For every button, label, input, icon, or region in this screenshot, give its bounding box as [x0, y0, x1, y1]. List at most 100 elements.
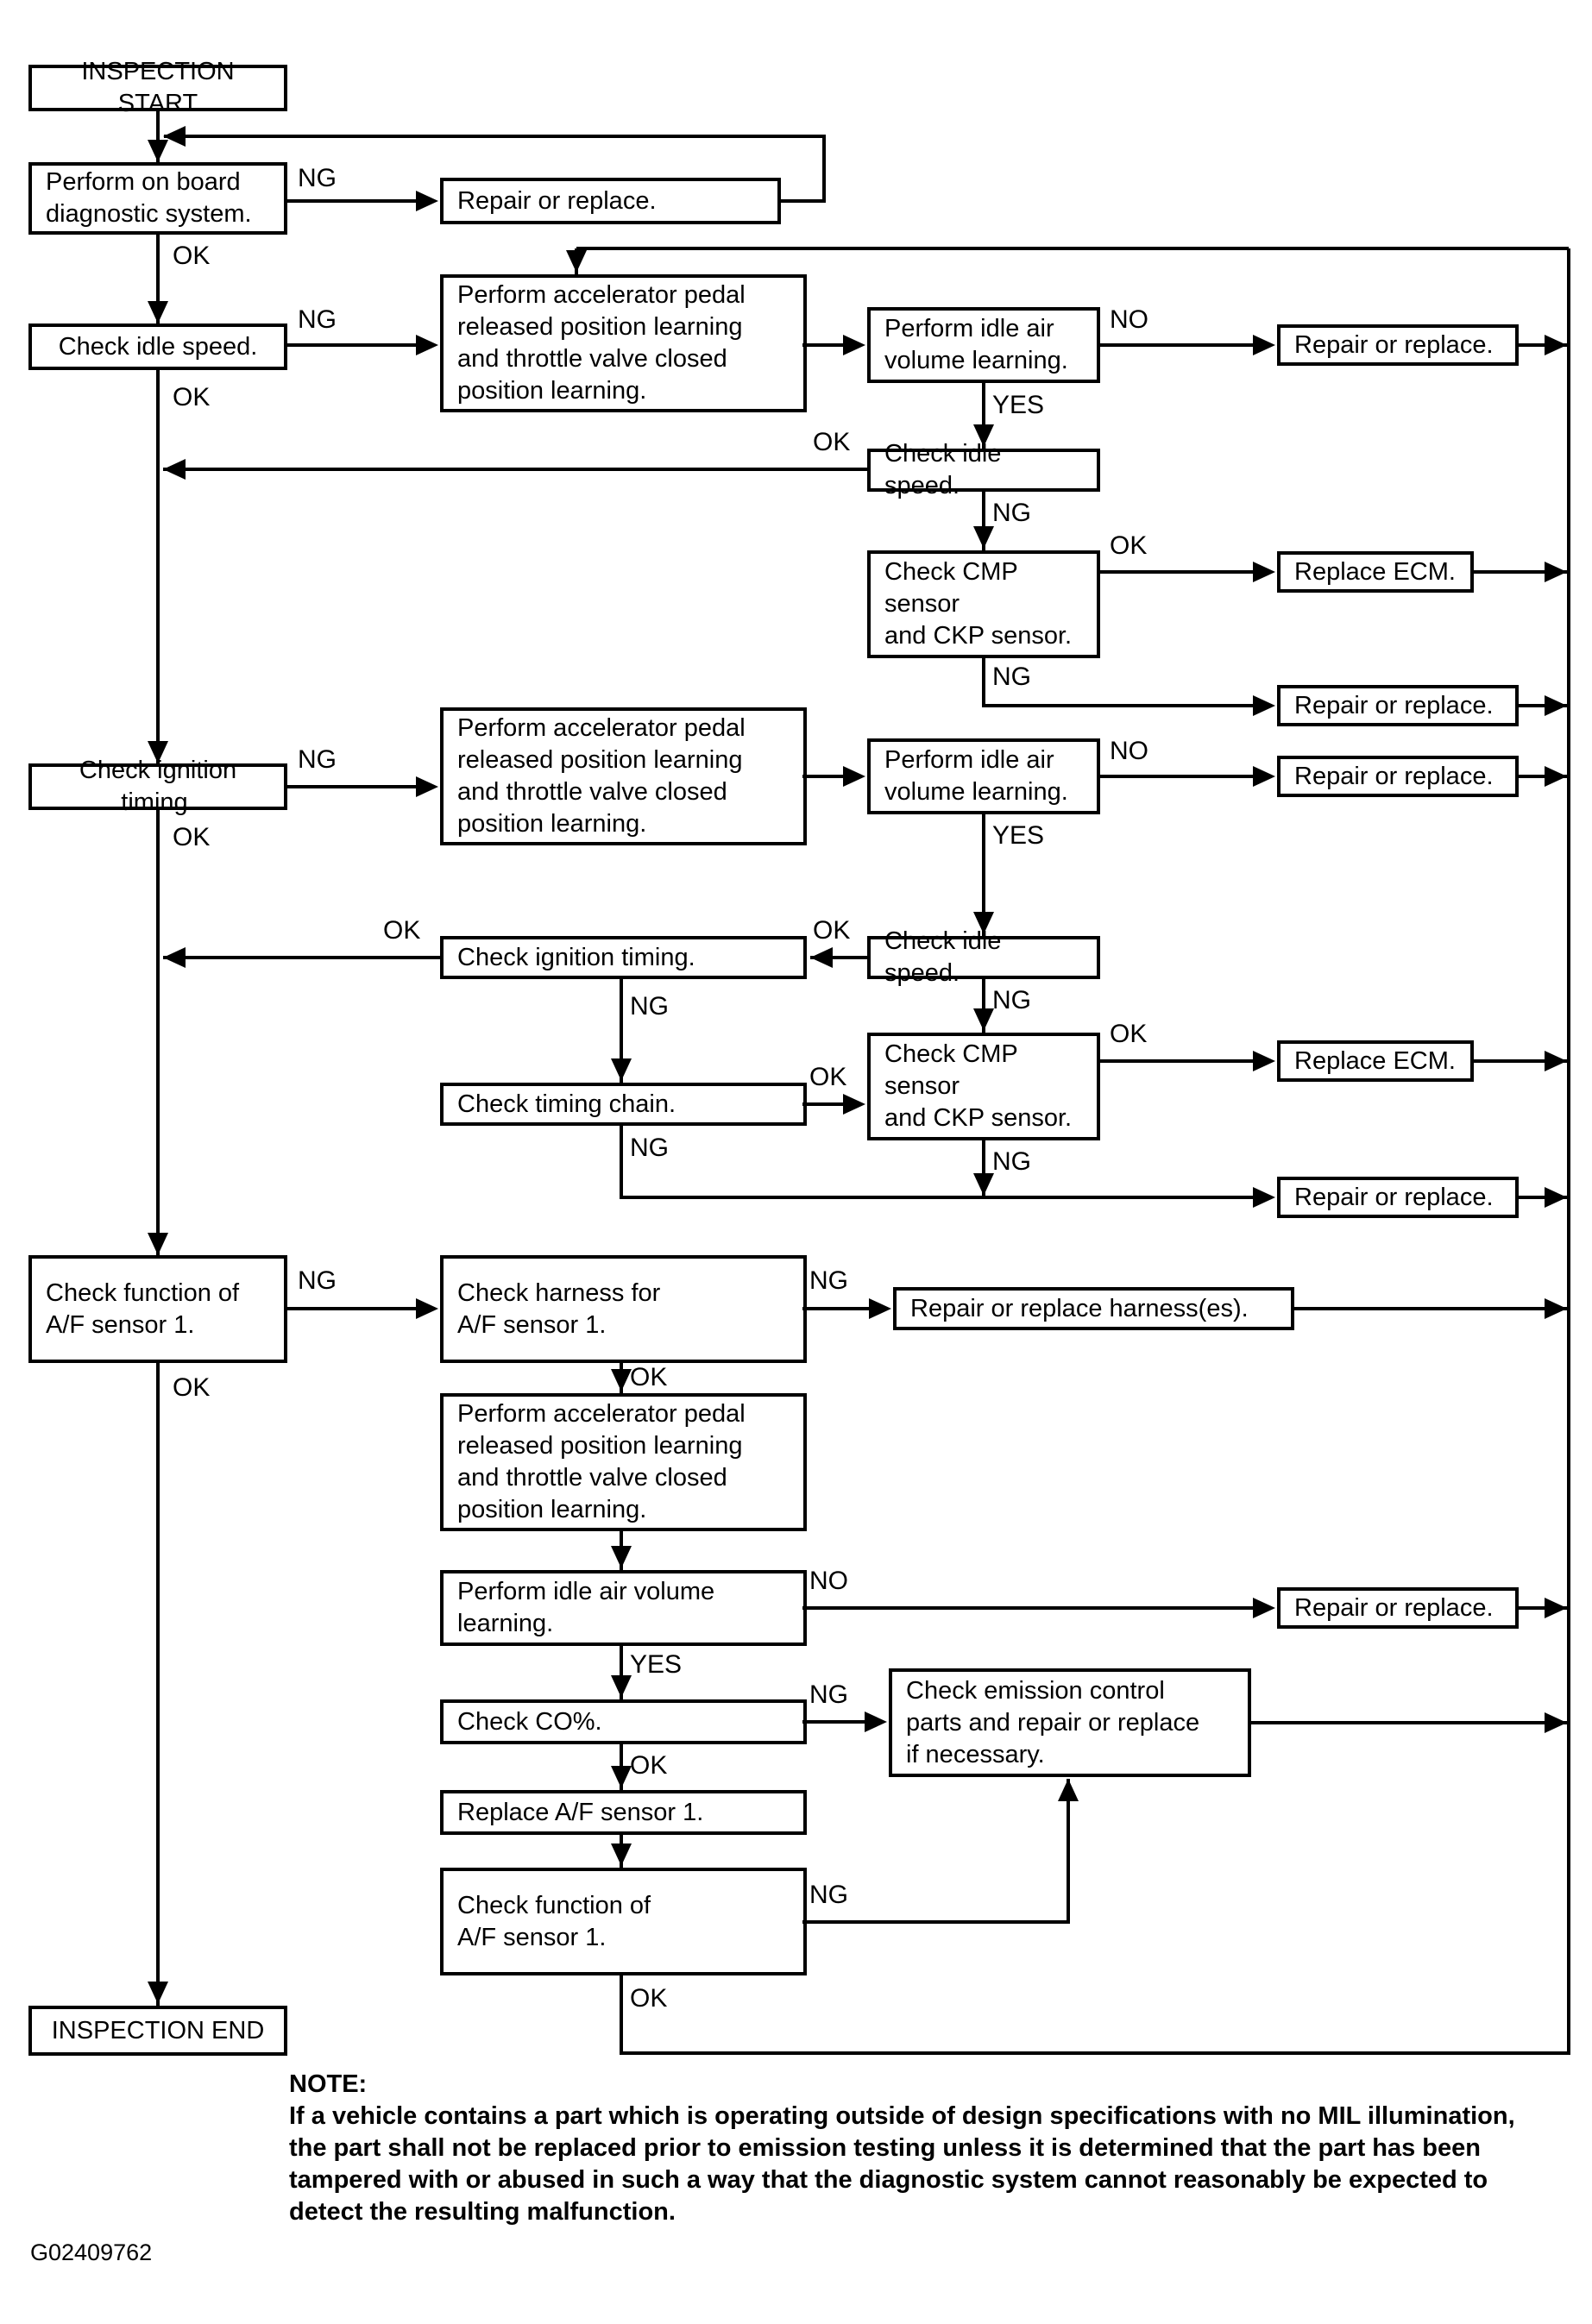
flow-line: [620, 979, 623, 1083]
arrowhead-right: [1545, 562, 1567, 582]
node-idle-air-3: Perform idle air volume learning.: [440, 1570, 807, 1646]
arrowhead-down: [611, 1546, 632, 1568]
flow-line: [576, 247, 1569, 250]
flow-line: [802, 1102, 847, 1106]
node-check-idle-2: Check idle speed.: [867, 440, 1100, 499]
edge-label-ng: NG: [809, 1881, 848, 1909]
flow-line: [1100, 343, 1255, 347]
node-check-ignition-1: Check ignition timing.: [28, 757, 287, 816]
arrowhead-right: [1253, 766, 1275, 787]
flow-line: [1567, 248, 1570, 2055]
node-repair-1: Repair or replace.: [1277, 324, 1519, 366]
arrowhead-down: [148, 301, 168, 323]
node-emission: Check emission control parts and repair …: [889, 1668, 1251, 1777]
node-learning-3: Perform accelerator pedal released posit…: [440, 1393, 807, 1531]
flow-line: [802, 343, 847, 347]
arrowhead-right: [1545, 1187, 1567, 1208]
edge-label-ng: NG: [298, 1266, 337, 1295]
edge-label-ok: OK: [173, 242, 211, 270]
edge-label-ok: OK: [173, 383, 211, 411]
flow-line: [802, 1720, 867, 1724]
arrowhead-right: [416, 1298, 438, 1319]
node-check-fn-af-1: Check function of A/F sensor 1.: [28, 1255, 287, 1363]
node-idle-air-2: Perform idle air volume learning.: [867, 738, 1100, 814]
edge-label-ng: NG: [298, 164, 337, 192]
arrowhead-right: [1545, 766, 1567, 787]
arrowhead-right: [416, 191, 438, 211]
edge-label-ng: NG: [992, 499, 1031, 527]
edge-label-ng: NG: [298, 305, 337, 334]
flow-line: [156, 231, 160, 323]
arrowhead-right: [843, 766, 865, 787]
node-check-idle-3: Check idle speed.: [867, 927, 1100, 987]
flow-line: [1519, 1606, 1567, 1610]
edge-label-ng: NG: [992, 986, 1031, 1014]
figure-code: G02409762: [30, 2239, 153, 2265]
node-check-fn-af-2: Check function of A/F sensor 1.: [440, 1868, 807, 1975]
arrowhead-right: [1545, 1598, 1567, 1618]
arrowhead-left: [163, 947, 186, 968]
node-replace-ecm-2: Replace ECM.: [1277, 1040, 1474, 1082]
node-check-co: Check CO%.: [440, 1699, 807, 1744]
node-repair-harness: Repair or replace harness(es).: [893, 1287, 1294, 1330]
edge-label-ok: OK: [173, 823, 211, 851]
arrowhead-down: [611, 1369, 632, 1391]
arrowhead-right: [843, 335, 865, 355]
arrowhead-down: [611, 1058, 632, 1081]
flow-line: [982, 1140, 985, 1196]
note-line: the part shall not be replaced prior to …: [289, 2134, 1481, 2162]
flow-line: [620, 1646, 623, 1699]
arrowhead-down: [566, 250, 587, 273]
node-inspection-end: INSPECTION END: [28, 2006, 287, 2056]
arrowhead-right: [1253, 335, 1275, 355]
node-repair-4: Repair or replace.: [1277, 1177, 1519, 1218]
flow-line: [802, 1307, 872, 1310]
edge-label-ok: OK: [813, 428, 851, 456]
flow-line: [287, 785, 421, 788]
arrowhead-right: [1253, 1598, 1275, 1618]
edge-label-ng: NG: [992, 1147, 1031, 1176]
flow-line: [1067, 1779, 1070, 1924]
flow-line: [1474, 1059, 1567, 1063]
flow-line: [1519, 1196, 1567, 1199]
edge-label-ok: OK: [813, 916, 851, 945]
edge-label-yes: YES: [992, 821, 1045, 850]
flow-line: [621, 1196, 1255, 1199]
node-cmp-ckp-2: Check CMP sensor and CKP sensor.: [867, 1033, 1100, 1140]
flow-line: [984, 704, 1255, 707]
flow-line: [287, 199, 421, 203]
flow-line: [1519, 704, 1567, 707]
flow-line: [1100, 1059, 1255, 1063]
node-check-harness: Check harness for A/F sensor 1.: [440, 1255, 807, 1363]
node-check-timing-chain: Check timing chain.: [440, 1083, 807, 1126]
edge-label-ok: OK: [630, 1751, 668, 1780]
note-line: detect the resulting malfunction.: [289, 2198, 676, 2226]
note-line: tampered with or abused in such a way th…: [289, 2166, 1488, 2194]
arrowhead-right: [416, 776, 438, 797]
edge-label-no: NO: [1110, 737, 1148, 765]
flow-line: [620, 1975, 623, 2055]
flow-line: [810, 956, 867, 959]
flow-line: [1474, 570, 1567, 574]
edge-label-ok: OK: [1110, 531, 1148, 560]
node-learning-2: Perform accelerator pedal released posit…: [440, 707, 807, 845]
flow-line: [1519, 775, 1567, 778]
flow-line: [1519, 343, 1567, 347]
flow-line: [620, 1126, 623, 1199]
arrowhead-right: [1545, 1298, 1567, 1319]
edge-label-yes: YES: [992, 391, 1045, 419]
node-learning-1: Perform accelerator pedal released posit…: [440, 274, 807, 412]
arrowhead-right: [416, 335, 438, 355]
flow-line: [163, 468, 867, 471]
arrowhead-down: [611, 1766, 632, 1788]
flow-line: [156, 369, 160, 763]
arrowhead-right: [869, 1298, 891, 1319]
flow-line: [1251, 1721, 1567, 1724]
flow-line: [802, 1920, 1070, 1924]
arrowhead-right: [1545, 695, 1567, 716]
edge-label-no: NO: [809, 1567, 848, 1595]
node-perform-obd: Perform on board diagnostic system.: [28, 162, 287, 235]
flow-line: [164, 135, 824, 138]
edge-label-ng: NG: [630, 992, 669, 1021]
